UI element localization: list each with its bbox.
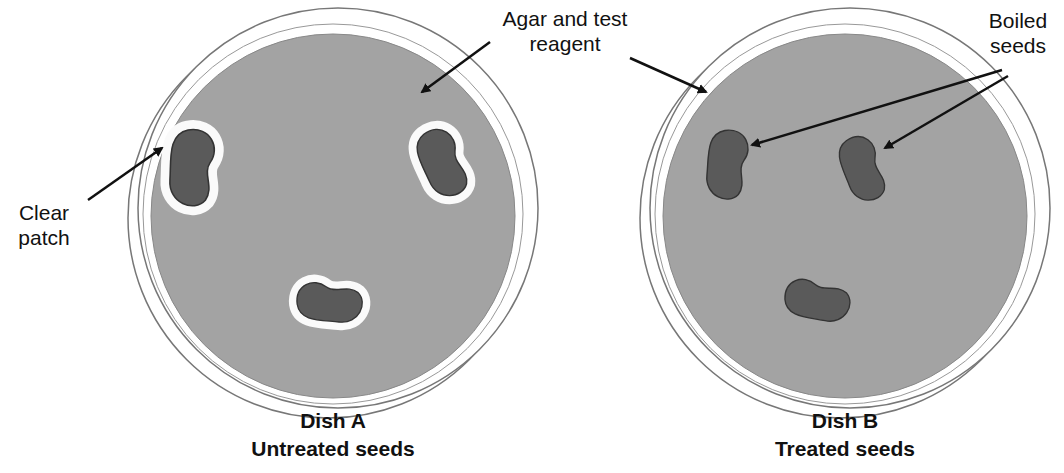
dish-caption: Dish A — [300, 408, 366, 433]
clear-patch-label: Clear patch — [4, 200, 84, 250]
dish-caption: Dish B — [812, 408, 879, 433]
dish-b — [640, 8, 1050, 418]
leader-lines — [88, 42, 1008, 200]
reagent-label: Agar and test reagent — [490, 6, 640, 56]
dish-a — [128, 8, 538, 418]
seeds-label: Boiled seeds — [978, 8, 1058, 58]
dish-subcaption: Treated seeds — [775, 436, 915, 461]
dish-subcaption: Untreated seeds — [251, 436, 414, 461]
